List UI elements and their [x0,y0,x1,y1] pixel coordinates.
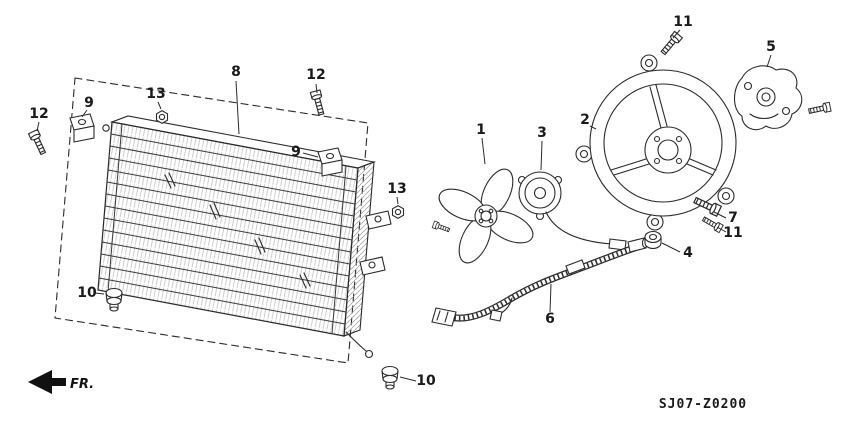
bracket-5-hole [743,81,753,91]
condenser-header-lines [107,123,347,335]
shroud-hub-center [657,139,679,161]
callout-label: 9 [291,144,301,160]
callout-label: 6 [545,311,555,327]
callout-8: 8 [231,64,241,135]
condenser-assembly [27,77,405,390]
shroud-hub-hole [675,135,683,143]
callout-4: 4 [661,242,693,261]
callout-label: 3 [537,125,547,141]
callout-label: 8 [231,64,241,80]
fan-blade-assembly [431,168,534,264]
callout-12-left: 12 [29,106,49,132]
harness-connector-right [627,237,647,253]
callout-3: 3 [537,125,547,171]
callout-label: 7 [728,210,738,226]
condenser-core [97,115,392,359]
harness-connector-left-detail [436,310,449,323]
fan-set-screw-icon [431,220,451,234]
nut-13-left-icon [155,110,169,124]
shroud-bracket-5 [733,65,803,131]
shroud-hub-hole [653,157,661,165]
harness-connector-left [431,307,457,327]
shroud-spokes [610,84,717,176]
condenser-tube-rows [98,133,358,325]
callout-label: 13 [146,86,165,102]
condenser-outlet-fitting [364,349,374,359]
harness-mid-joint [565,259,586,275]
callout-label: 10 [416,373,436,389]
dashed-boundary-box [54,77,369,364]
fan-hub-center [480,210,492,222]
condenser-inlet-fitting [102,124,110,132]
fan-hub-hole [478,208,484,214]
shroud-inner-ring [603,83,723,203]
shroud-ear-top [640,54,658,72]
bolt-5-side-icon [807,101,832,117]
callout-1: 1 [476,122,486,165]
callout-9-left: 9 [81,95,94,118]
arrow-icon [28,370,66,394]
harness-rib-texture [449,243,641,321]
callout-12-top: 12 [306,67,326,94]
bolt-11-right-icon [700,214,724,234]
condenser-fin-marks [164,172,311,289]
fan-hub-hole [488,208,494,214]
nut-13-right-icon [391,205,405,219]
bolt-11-top-icon [658,30,683,57]
callout-label: 10 [77,285,97,301]
callout-label: 1 [476,122,486,138]
grommet-10-left-icon [105,287,123,312]
callout-label: 5 [766,39,776,55]
bolt-12-top-icon [309,89,327,117]
callout-label: 11 [673,14,692,30]
callout-10-bottom: 10 [399,373,436,389]
callout-6: 6 [545,283,555,327]
grommet-10-bottom-icon [381,365,399,390]
shroud-hub-hole [653,135,661,143]
fan-hub-hole [488,218,494,224]
condenser-mount-bracket-upper [365,210,392,230]
callout-2: 2 [580,112,597,130]
nut-4 [644,230,662,249]
motor-shaft [533,186,547,200]
fan-motor [517,171,627,251]
callout-10-left: 10 [77,285,105,301]
condenser-outlet-pipe [345,331,367,352]
motor-face-ring [524,177,556,209]
bracket-9-right [317,147,343,177]
fr-direction-arrow: FR. [28,370,94,394]
fan-shroud [575,54,737,231]
bracket-9-left [69,113,95,143]
bracket-5-detail [749,113,779,120]
callout-7: 7 [713,210,738,226]
callout-11-right: 11 [716,225,743,241]
fan-hub-hole [478,218,484,224]
shroud-hub-hole [675,157,683,165]
bolt-12-left-icon [27,128,49,157]
fr-label: FR. [70,377,94,392]
shroud-ear-right [717,187,735,205]
condenser-mount-bracket-lower [359,256,386,276]
callout-label: 12 [306,67,325,83]
motor-pigtail-wire [545,211,613,245]
callout-label: 4 [683,245,693,261]
callout-label: 12 [29,106,48,122]
callout-9-right: 9 [291,144,319,160]
bracket-5-hole [781,106,791,116]
bracket-5-center-hole-inner [761,92,771,102]
callout-13-right: 13 [387,181,407,205]
callout-label: 2 [580,112,590,128]
callout-5: 5 [766,39,776,68]
callout-label: 13 [387,181,406,197]
wire-harness [431,237,649,327]
callout-label: 9 [84,95,94,111]
shroud-ear-left [575,145,593,163]
harness-branch-connector [489,309,503,322]
callout-label: 11 [723,225,742,241]
callout-13-left: 13 [146,86,166,110]
callout-11-top: 11 [672,14,693,39]
callouts: 12 9 13 8 12 9 13 10 [29,14,776,389]
diagram-code: SJ07-Z0200 [659,397,747,412]
